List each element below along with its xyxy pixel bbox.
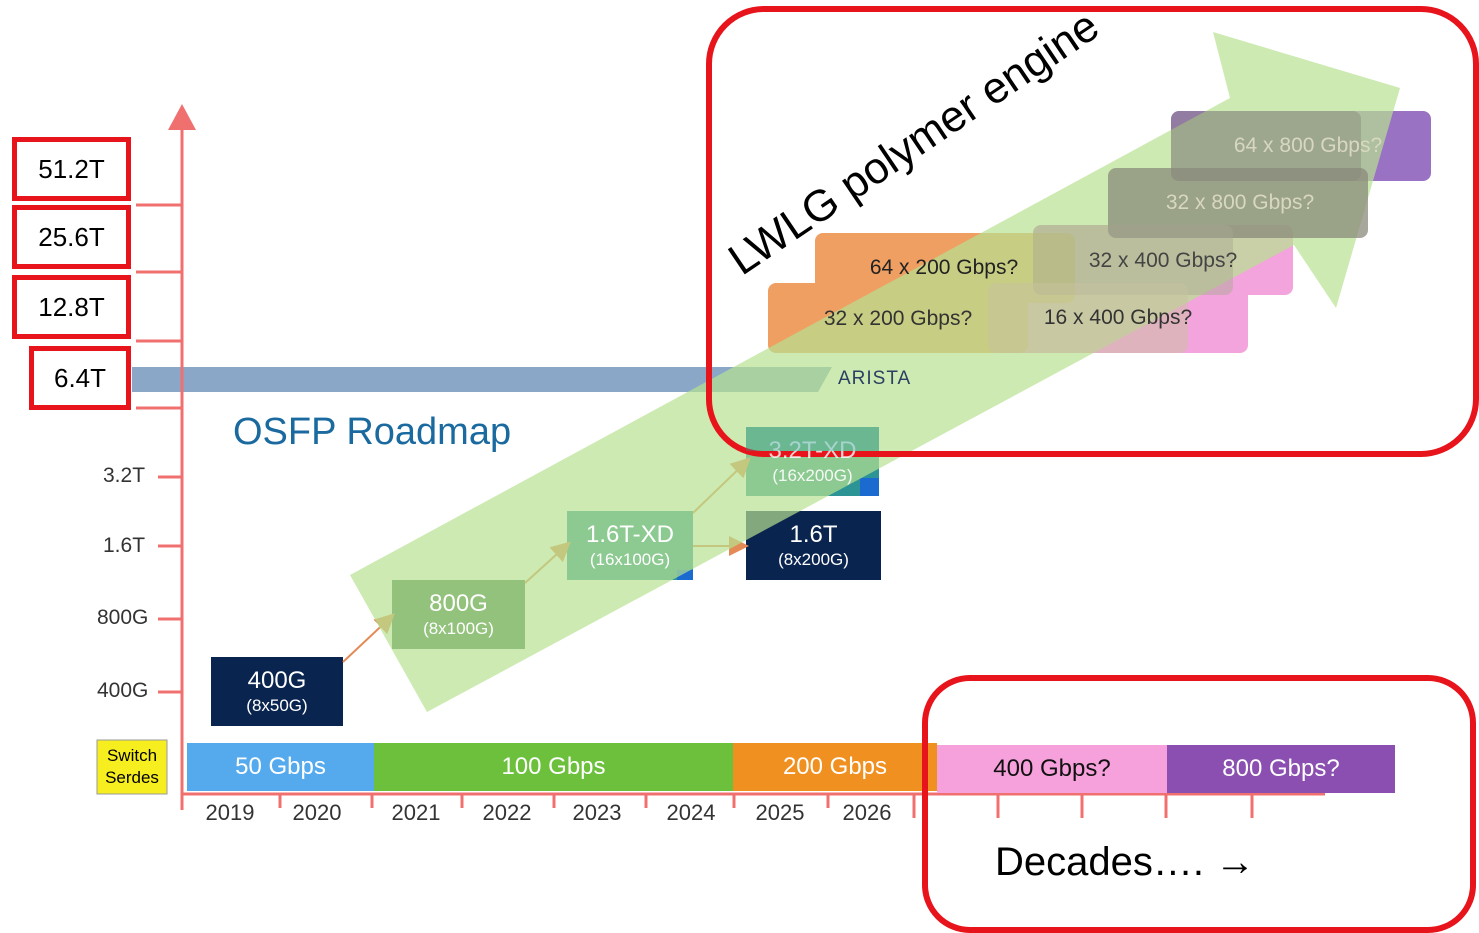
module-800g-sub: (8x100G) <box>423 618 494 638</box>
module-3-2t-xd-name: 3.2T-XD <box>768 436 857 464</box>
serdes-100-label: 100 Gbps <box>501 753 606 780</box>
year-2020: 2020 <box>292 800 342 825</box>
decades-label: Decades…. → <box>995 840 1256 884</box>
module-400g: 400G (8x50G) <box>211 657 343 726</box>
module-box-400g <box>211 657 343 726</box>
serdes-label-box <box>96 739 168 795</box>
capacity-label-12-8t: 12.8T <box>12 275 131 339</box>
year-2024: 2024 <box>666 800 716 825</box>
module-box-1-6t-xd-accent <box>677 570 693 580</box>
capacity-label-800g: 800G <box>97 606 149 629</box>
capacity-label-3-2t: 3.2T <box>103 464 146 487</box>
serdes-label-line2: Serdes <box>105 768 159 787</box>
serdes-label-line1: Switch <box>106 746 158 765</box>
year-2026: 2026 <box>842 800 892 825</box>
year-ticks <box>278 794 1254 818</box>
year-2023: 2023 <box>572 800 622 825</box>
module-3-2t-xd-clip <box>746 427 879 451</box>
brand-logo: ARISTA <box>838 368 912 389</box>
module-3-2t-xd: 3.2T-XD (16x200G) <box>746 427 879 496</box>
highlight-box-future-modules <box>706 6 1479 457</box>
capacity-label-25-6t: 25.6T <box>12 205 131 269</box>
module-800g: 800G (8x100G) <box>392 580 525 649</box>
module-800g-name: 800G <box>429 589 488 617</box>
capacity-label-6-4t: 6.4T <box>29 346 131 410</box>
future-32x400: 32 x 400 Gbps? <box>1088 249 1238 272</box>
highlight-box-decades <box>922 675 1476 933</box>
year-2019: 2019 <box>205 800 255 825</box>
capacity-label-1-6t: 1.6T <box>103 534 146 557</box>
serdes-200-label: 200 Gbps <box>782 753 888 780</box>
serdes-bar-50 <box>187 743 374 791</box>
future-box-64x800-shade <box>1171 111 1361 181</box>
module-3-2t-xd-sub: (16x200G) <box>772 465 853 485</box>
future-64x200: 64 x 200 Gbps? <box>869 256 1019 279</box>
module-400g-name: 400G <box>247 666 307 694</box>
module-1-6t-xd: 1.6T-XD (16x100G) <box>567 511 693 580</box>
module-1-6t-xd-name: 1.6T-XD <box>585 520 675 548</box>
module-1-6t-name: 1.6T <box>789 520 838 548</box>
capacity-label-51-2t: 51.2T <box>12 137 131 201</box>
future-box-32x400-shade <box>1033 225 1233 295</box>
future-16x400: 16 x 400 Gbps? <box>1043 306 1193 329</box>
page-title: OSFP Roadmap <box>233 411 512 453</box>
serdes-label: Switch Serdes <box>97 740 167 794</box>
y-axis-arrow <box>168 104 196 130</box>
future-32x800: 32 x 800 Gbps? <box>1165 191 1315 214</box>
serdes-800-label: 800 Gbps? <box>1222 755 1340 782</box>
year-2021: 2021 <box>391 800 441 825</box>
capacity-label-400g: 400G <box>97 679 149 702</box>
module-1-6t-xd-sub: (16x100G) <box>589 549 671 569</box>
future-32x200: 32 x 200 Gbps? <box>823 307 973 330</box>
module-1-6t: 1.6T (8x200G) <box>746 511 881 580</box>
year-2025: 2025 <box>755 800 805 825</box>
serdes-400-label: 400 Gbps? <box>993 755 1111 782</box>
future-64x800: 64 x 800 Gbps? <box>1233 134 1383 157</box>
module-400g-sub: (8x50G) <box>246 695 308 715</box>
future-box-16x400-shade <box>988 283 1188 353</box>
serdes-bar-200 <box>733 743 937 791</box>
future-box-32x800 <box>1108 168 1368 238</box>
module-box-3-2t-xd-accent <box>860 478 879 496</box>
capacity-band-6-4t <box>132 367 832 392</box>
year-2022: 2022 <box>482 800 532 825</box>
serdes-bar-400 <box>937 745 1167 793</box>
serdes-50-label: 50 Gbps <box>235 753 326 780</box>
serdes-bar-100 <box>374 743 733 791</box>
serdes-bar-800 <box>1167 745 1395 793</box>
module-1-6t-sub: (8x200G) <box>778 549 849 569</box>
